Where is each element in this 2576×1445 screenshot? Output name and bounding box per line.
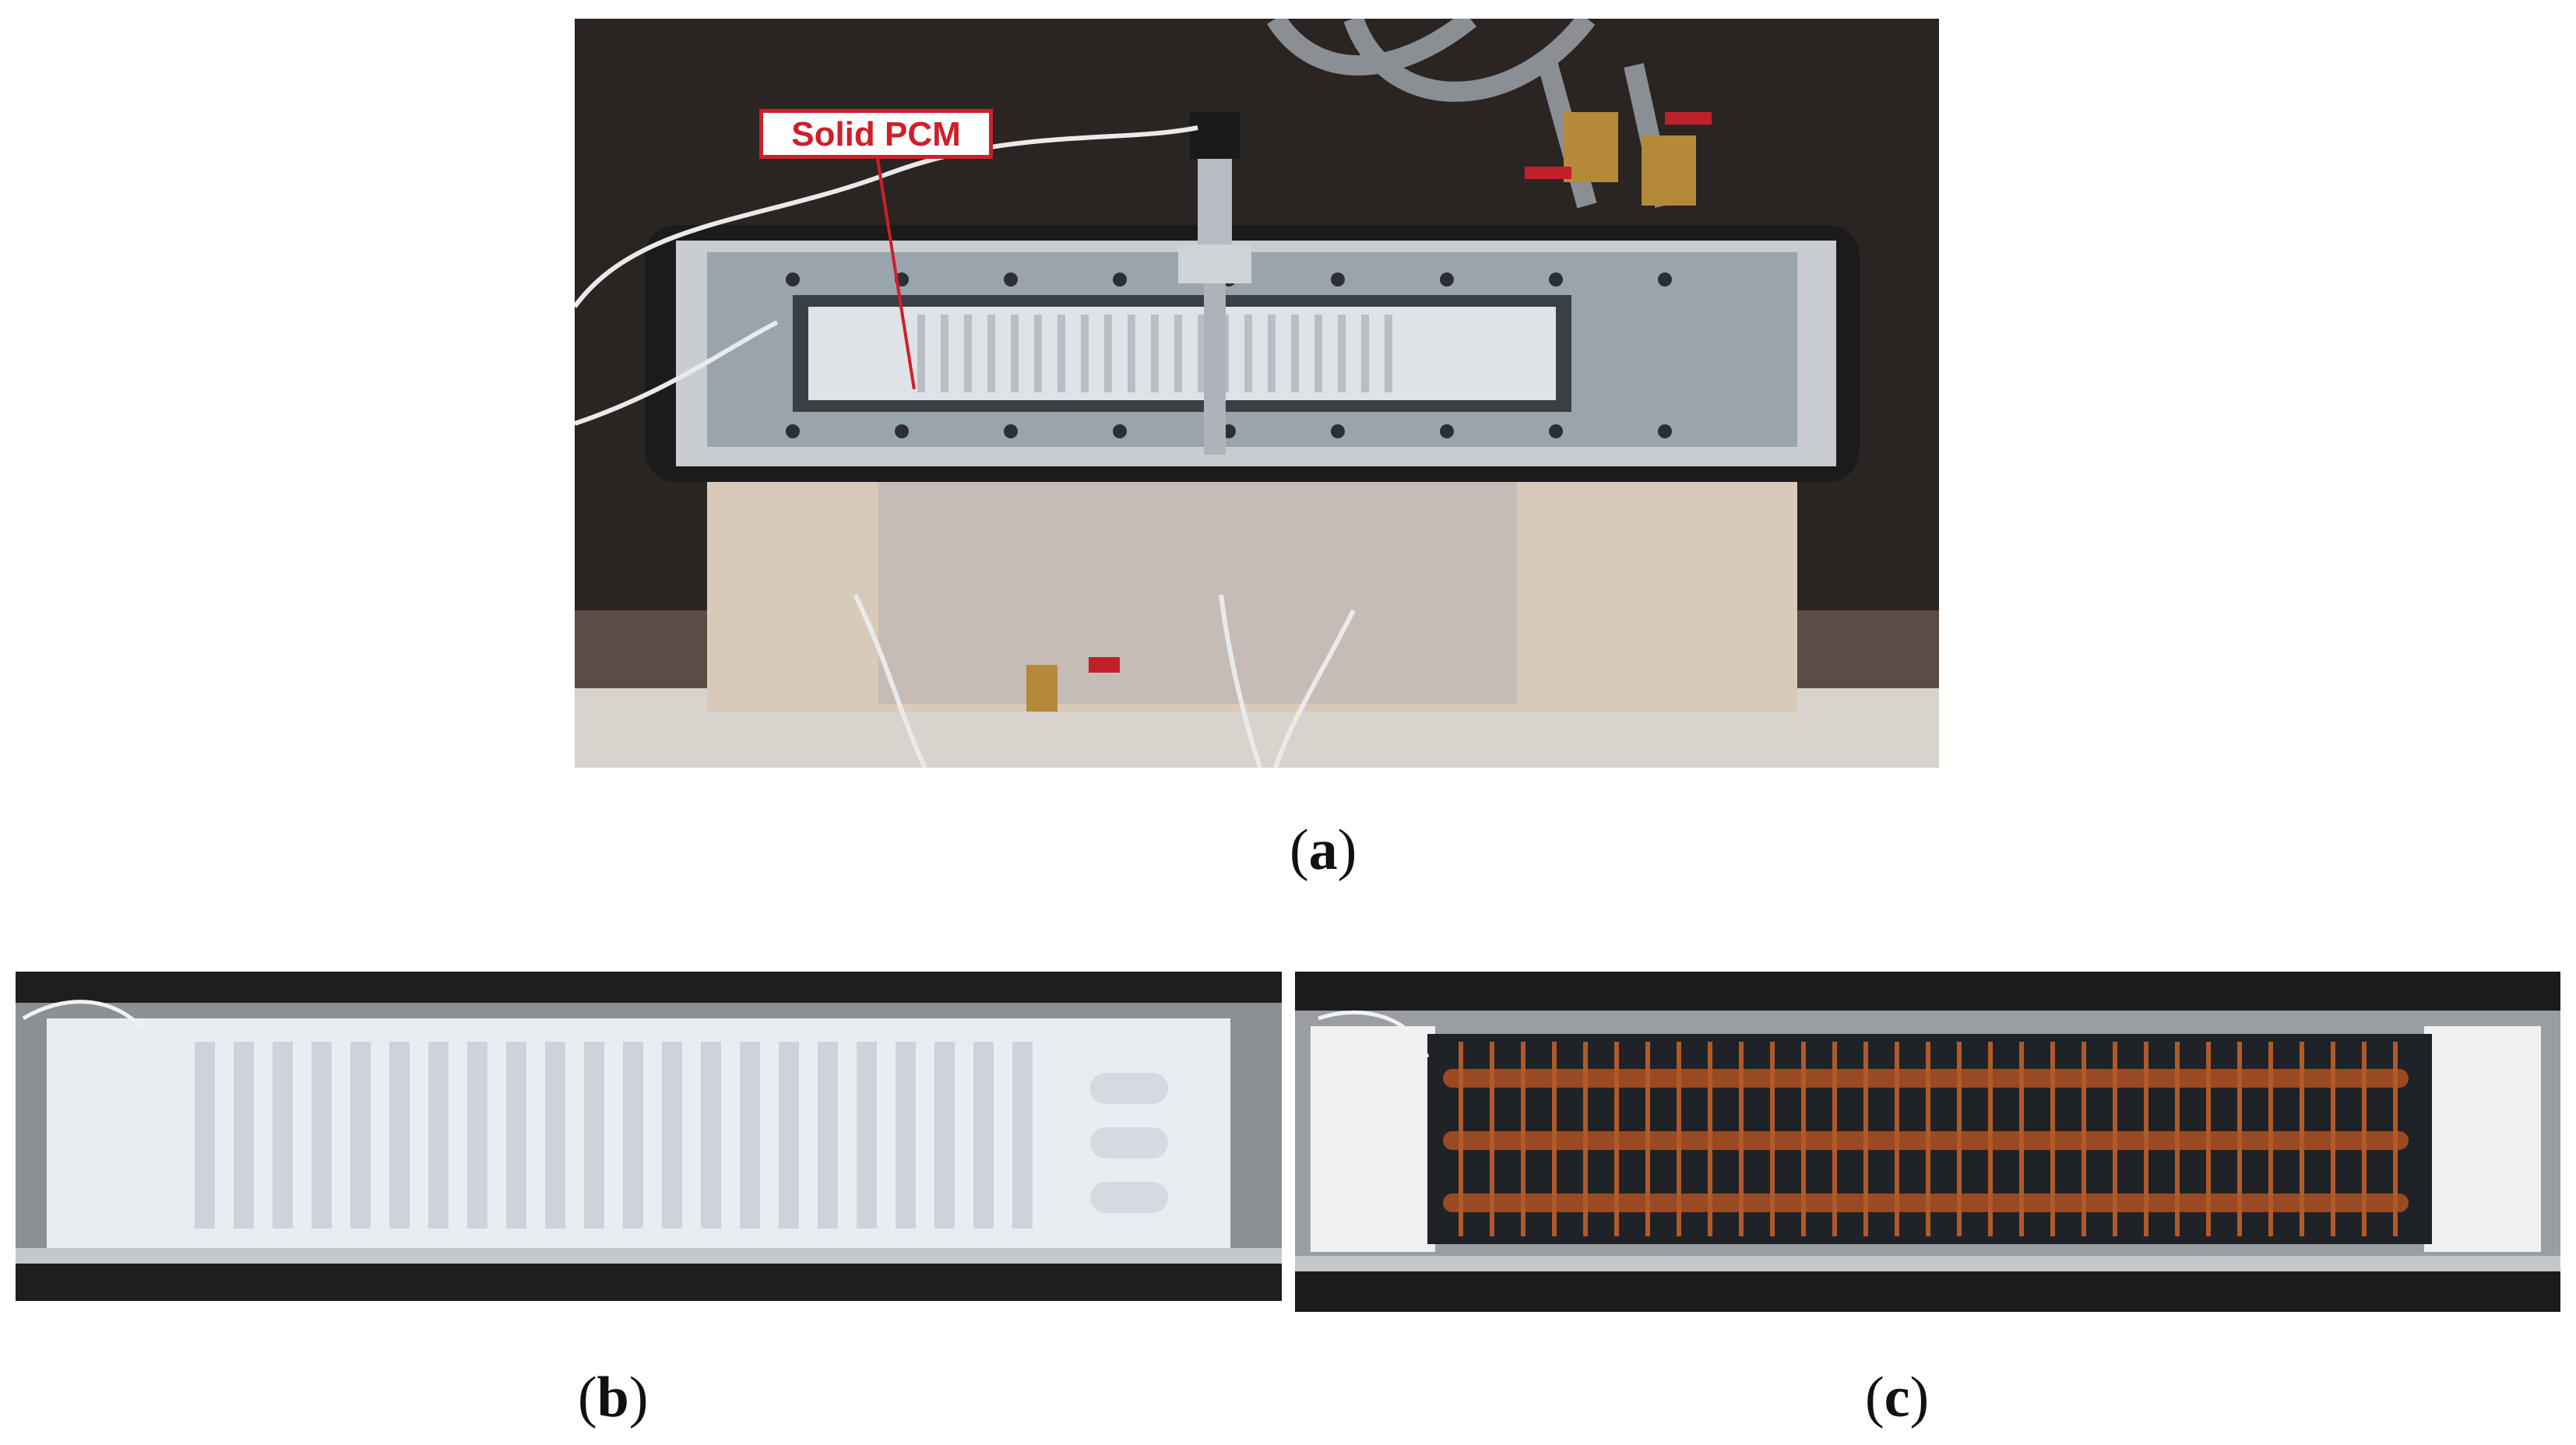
photo-c-image (1295, 972, 2560, 1312)
caption-a-label: a (1308, 818, 1338, 882)
caption-a: (a) (1290, 818, 1357, 882)
photo-b-image (16, 972, 1282, 1301)
photo-c-heat-exchanger (1295, 972, 2560, 1312)
caption-c-label: c (1884, 1366, 1910, 1429)
caption-b: (b) (578, 1366, 649, 1429)
photo-a-image (575, 19, 1939, 768)
solid-pcm-annotation: Solid PCM (759, 109, 993, 159)
photo-a-experimental-rig (575, 19, 1939, 768)
photo-b-solid-pcm (16, 972, 1282, 1301)
caption-c: (c) (1865, 1366, 1930, 1429)
caption-b-label: b (596, 1366, 629, 1429)
